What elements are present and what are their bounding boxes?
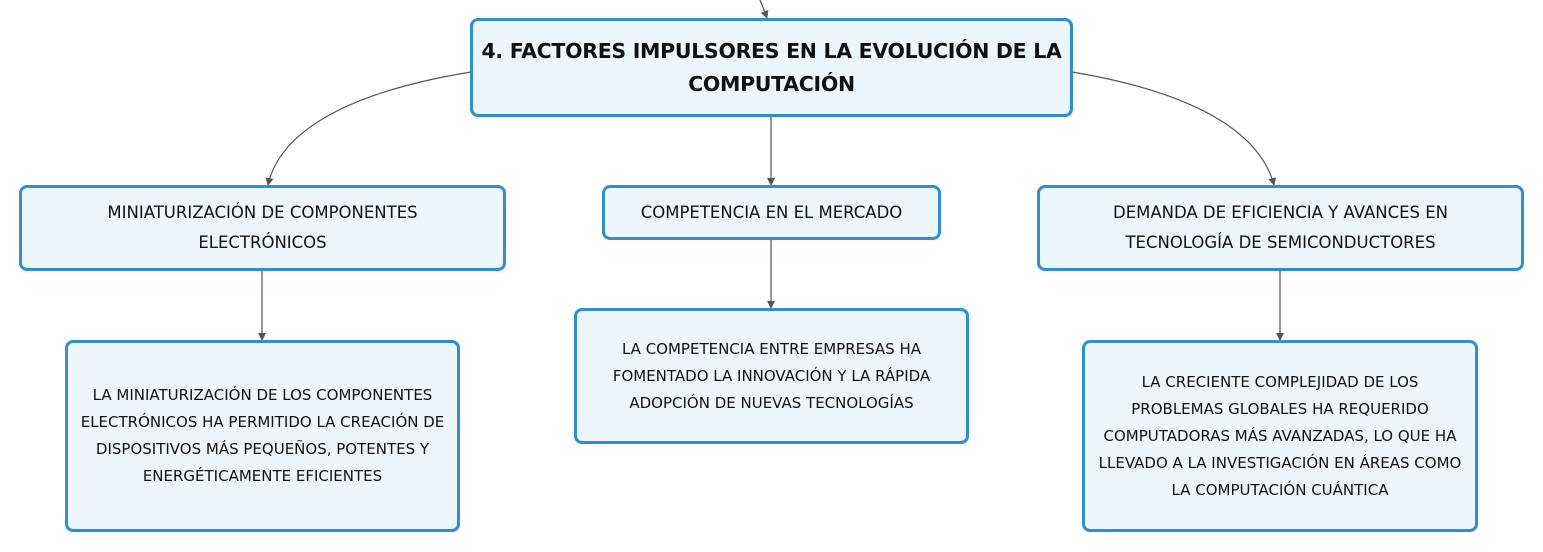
topic-label: COMPETENCIA EN EL MERCADO [640,202,903,222]
topic-node-miniaturizacion[interactable]: MINIATURIZACIÓN DE COMPONENTES ELECTRÓNI… [19,185,506,271]
subtopic-node-miniaturizacion-detail[interactable]: LA MINIATURIZACIÓN DE LOS COMPONENTES EL… [65,340,460,532]
topic-node-demanda[interactable]: DEMANDA DE EFICIENCIA Y AVANCES EN TECNO… [1037,185,1524,271]
incoming-connector [759,0,769,19]
subtopic-text: LA MINIATURIZACIÓN DE LOS COMPONENTES EL… [80,386,445,485]
connector-root-to-miniaturizacion [265,71,472,186]
topic-label: DEMANDA DE EFICIENCIA Y AVANCES EN TECNO… [1112,203,1449,252]
topic-label: MINIATURIZACIÓN DE COMPONENTES ELECTRÓNI… [107,203,418,252]
subtopic-text: LA COMPETENCIA ENTRE EMPRESAS HA FOMENTA… [612,339,931,412]
root-topic-node[interactable]: 4. FACTORES IMPULSORES EN LA EVOLUCIÓN D… [470,18,1073,117]
subtopic-text: LA CRECIENTE COMPLEJIDAD DE LOS PROBLEMA… [1098,372,1462,499]
topic-node-competencia[interactable]: COMPETENCIA EN EL MERCADO [602,185,941,240]
root-topic-title: 4. FACTORES IMPULSORES EN LA EVOLUCIÓN D… [481,38,1062,96]
subtopic-node-demanda-detail[interactable]: LA CRECIENTE COMPLEJIDAD DE LOS PROBLEMA… [1082,340,1478,532]
connector-root-to-demanda [1071,71,1277,186]
subtopic-node-competencia-detail[interactable]: LA COMPETENCIA ENTRE EMPRESAS HA FOMENTA… [574,308,969,444]
